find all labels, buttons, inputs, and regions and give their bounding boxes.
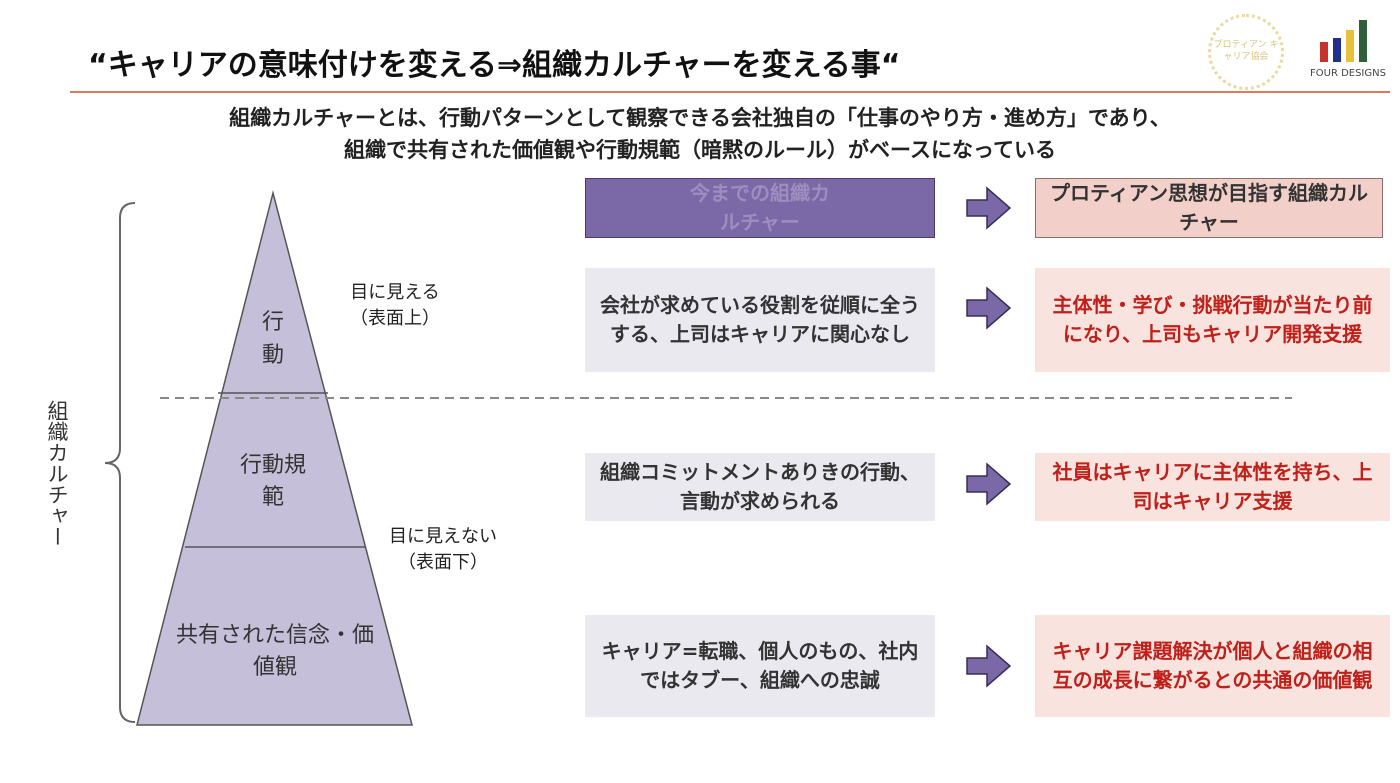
logo-bar-yellow [1346, 30, 1354, 62]
slide-title: “キャリアの意味付けを変える⇒組織カルチャーを変える事“ [88, 48, 901, 83]
row3-target: キャリア課題解決が個人と組織の相互の成長に繋がるとの共通の価値観 [1035, 615, 1390, 717]
award-logo-text: プロティアン キャリア協会 [1213, 40, 1279, 62]
row3-current: キャリア=転職、個人のもの、社内ではタブー、組織への忠誠 [585, 615, 935, 717]
arrow-right-icon [966, 644, 1012, 688]
arrow-right-icon [966, 186, 1012, 230]
row2-target: 社員はキャリアに主体性を持ち、上司はキャリア支援 [1035, 453, 1390, 521]
row1-target: 主体性・学び・挑戦行動が当たり前になり、上司もキャリア開発支援 [1035, 268, 1390, 372]
logo-bar-red [1320, 42, 1328, 62]
row2-current: 組織コミットメントありきの行動、言動が求められる [585, 453, 935, 521]
pyramid-bottom-label: 共有された信念・価値観 [175, 623, 374, 680]
logo-bar-green [1359, 20, 1367, 62]
logo-text: FOUR DESIGNS [1310, 68, 1386, 79]
row1-current: 会社が求めている役割を従順に全うする、上司はキャリアに関心なし [585, 268, 935, 372]
arrow-right-icon [966, 462, 1012, 506]
side-label: 組織カルチャー [45, 400, 69, 547]
subtitle-line-2: 組織で共有された価値観や行動規範（暗黙のルール）がベースになっている [344, 138, 1056, 162]
logo-bar-blue [1333, 38, 1341, 62]
four-designs-logo: FOUR DESIGNS [1310, 18, 1392, 88]
target-culture-header: プロティアン思想が目指す組織カルチャー [1035, 178, 1383, 238]
pyramid-top-label: 行動 [261, 310, 284, 368]
pyramid-shape [136, 190, 413, 726]
invisible-label: 目に見えない（表面下） [389, 526, 497, 574]
current-culture-header: 今までの組織カルチャー [585, 178, 935, 238]
arrow-right-icon [966, 286, 1012, 330]
title-underline [70, 91, 1390, 93]
culture-brace [104, 202, 136, 723]
subtitle-line-1: 組織カルチャーとは、行動パターンとして観察できる会社独自の「仕事のやり方・進め方… [229, 106, 1171, 130]
pyramid-middle-label: 行動規範 [240, 453, 307, 510]
award-logo: プロティアン キャリア協会 [1208, 14, 1284, 90]
visible-label: 目に見える（表面上） [350, 282, 440, 330]
